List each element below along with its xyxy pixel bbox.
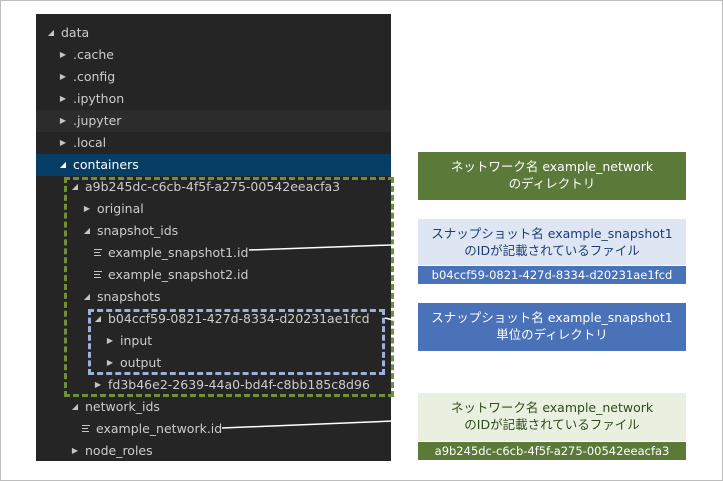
chevron-right-icon[interactable]: ▶: [59, 94, 67, 103]
callout-line: ネットワーク名 example_network: [450, 400, 654, 415]
network-directory-highlight: [64, 177, 394, 397]
chevron-right-icon[interactable]: ▶: [59, 116, 67, 125]
tree-item-label: fd3b46e2-2639-44a0-bd4f-c8bb185c8d96: [108, 377, 370, 392]
chevron-right-icon[interactable]: ▶: [106, 336, 114, 345]
chevron-right-icon[interactable]: ▶: [59, 72, 67, 81]
tree-item-snapshot-dir[interactable]: ◢ b04ccf59-0821-427d-8334-d20231ae1fcd: [36, 308, 391, 330]
tree-item-config[interactable]: ▶ .config: [36, 66, 391, 88]
tree-item-snapshots[interactable]: ◢ snapshots: [36, 286, 391, 308]
tree-item-label: node_roles: [85, 443, 153, 458]
tree-item-snapshot-file1[interactable]: example_snapshot1.id: [36, 242, 391, 264]
tree-item-label: a9b245dc-c6cb-4f5f-a275-00542eeacfa3: [85, 179, 341, 194]
callout-line: のディレクトリ: [508, 176, 596, 191]
tree-item-label: .jupyter: [73, 113, 122, 128]
tree-item-label: example_snapshot2.id: [108, 267, 249, 282]
tree-item-input[interactable]: ▶ input: [36, 330, 391, 352]
tree-item-label: input: [120, 333, 153, 348]
snapshot-directory-highlight: [88, 309, 385, 375]
network-id-file-callout: ネットワーク名 example_network のIDが記載されているファイル: [418, 393, 686, 441]
chevron-right-icon[interactable]: ▶: [59, 50, 67, 59]
chevron-down-icon[interactable]: ◢: [59, 160, 67, 169]
tree-item-label: .ipython: [73, 91, 125, 106]
file-icon: [94, 249, 102, 257]
chevron-right-icon[interactable]: ▶: [106, 358, 114, 367]
tree-item-container-id[interactable]: ◢ a9b245dc-c6cb-4f5f-a275-00542eeacfa3: [36, 176, 391, 198]
tree-item-label: b04ccf59-0821-427d-8334-d20231ae1fcd: [108, 311, 370, 326]
file-explorer-tree: ◢ data ▶ .cache ▶ .config ▶ .ipython ▶ .…: [36, 14, 391, 461]
tree-item-label: .local: [73, 135, 107, 150]
tree-item-network-ids[interactable]: ◢ network_ids: [36, 396, 391, 418]
file-icon: [94, 271, 102, 279]
callout-line: のIDが記載されているファイル: [464, 243, 640, 258]
tree-item-label: example_snapshot1.id: [108, 245, 249, 260]
snapshot-directory-callout: スナップショット名 example_snapshot1 単位のディレクトリ: [418, 303, 686, 351]
tree-item-network-file[interactable]: example_network.id: [36, 418, 391, 440]
tree-item-cache[interactable]: ▶ .cache: [36, 44, 391, 66]
chevron-down-icon[interactable]: ◢: [71, 402, 79, 411]
tree-item-label: data: [61, 25, 90, 40]
callout-line: のIDが記載されているファイル: [464, 417, 640, 432]
tree-item-original[interactable]: ▶ original: [36, 198, 391, 220]
tree-item-label: containers: [73, 157, 139, 172]
tree-item-output[interactable]: ▶ output: [36, 352, 391, 374]
tree-item-ipython[interactable]: ▶ .ipython: [36, 88, 391, 110]
callout-line: ネットワーク名 example_network: [450, 159, 654, 174]
chevron-down-icon[interactable]: ◢: [47, 28, 55, 37]
tree-item-label: example_network.id: [96, 421, 223, 436]
callout-line: 単位のディレクトリ: [496, 327, 608, 342]
tree-item-snapshot-ids[interactable]: ◢ snapshot_ids: [36, 220, 391, 242]
tree-item-label: snapshots: [97, 289, 161, 304]
tree-item-label: snapshot_ids: [97, 223, 179, 238]
chevron-right-icon[interactable]: ▶: [83, 204, 91, 213]
tree-item-local[interactable]: ▶ .local: [36, 132, 391, 154]
tree-item-node-roles[interactable]: ▶ node_roles: [36, 440, 391, 461]
tree-item-label: .cache: [73, 47, 114, 62]
network-id-value: a9b245dc-c6cb-4f5f-a275-00542eeacfa3: [418, 442, 686, 460]
chevron-down-icon[interactable]: ◢: [71, 182, 79, 191]
chevron-right-icon[interactable]: ▶: [94, 380, 102, 389]
tree-item-snapshot-file2[interactable]: example_snapshot2.id: [36, 264, 391, 286]
tree-item-data[interactable]: ◢ data: [36, 22, 391, 44]
chevron-right-icon[interactable]: ▶: [59, 138, 67, 147]
snapshot-id-value: b04ccf59-0821-427d-8334-d20231ae1fcd: [418, 266, 686, 284]
chevron-down-icon[interactable]: ◢: [83, 226, 91, 235]
callout-line: スナップショット名 example_snapshot1: [431, 226, 673, 241]
callout-line: スナップショット名 example_snapshot1: [431, 310, 673, 325]
tree-item-label: network_ids: [85, 399, 160, 414]
tree-item-label: output: [120, 355, 162, 370]
tree-item-other-snapshot[interactable]: ▶ fd3b46e2-2639-44a0-bd4f-c8bb185c8d96: [36, 374, 391, 396]
chevron-down-icon[interactable]: ◢: [94, 314, 102, 323]
network-directory-callout: ネットワーク名 example_network のディレクトリ: [418, 152, 686, 200]
chevron-down-icon[interactable]: ◢: [83, 292, 91, 301]
file-icon: [82, 425, 90, 433]
tree-item-label: original: [97, 201, 144, 216]
tree-item-label: .config: [73, 69, 116, 84]
chevron-right-icon[interactable]: ▶: [71, 446, 79, 455]
snapshot-id-file-callout: スナップショット名 example_snapshot1 のIDが記載されているフ…: [418, 219, 686, 265]
tree-item-jupyter[interactable]: ▶ .jupyter: [36, 110, 391, 132]
tree-item-containers[interactable]: ◢ containers: [36, 154, 391, 176]
